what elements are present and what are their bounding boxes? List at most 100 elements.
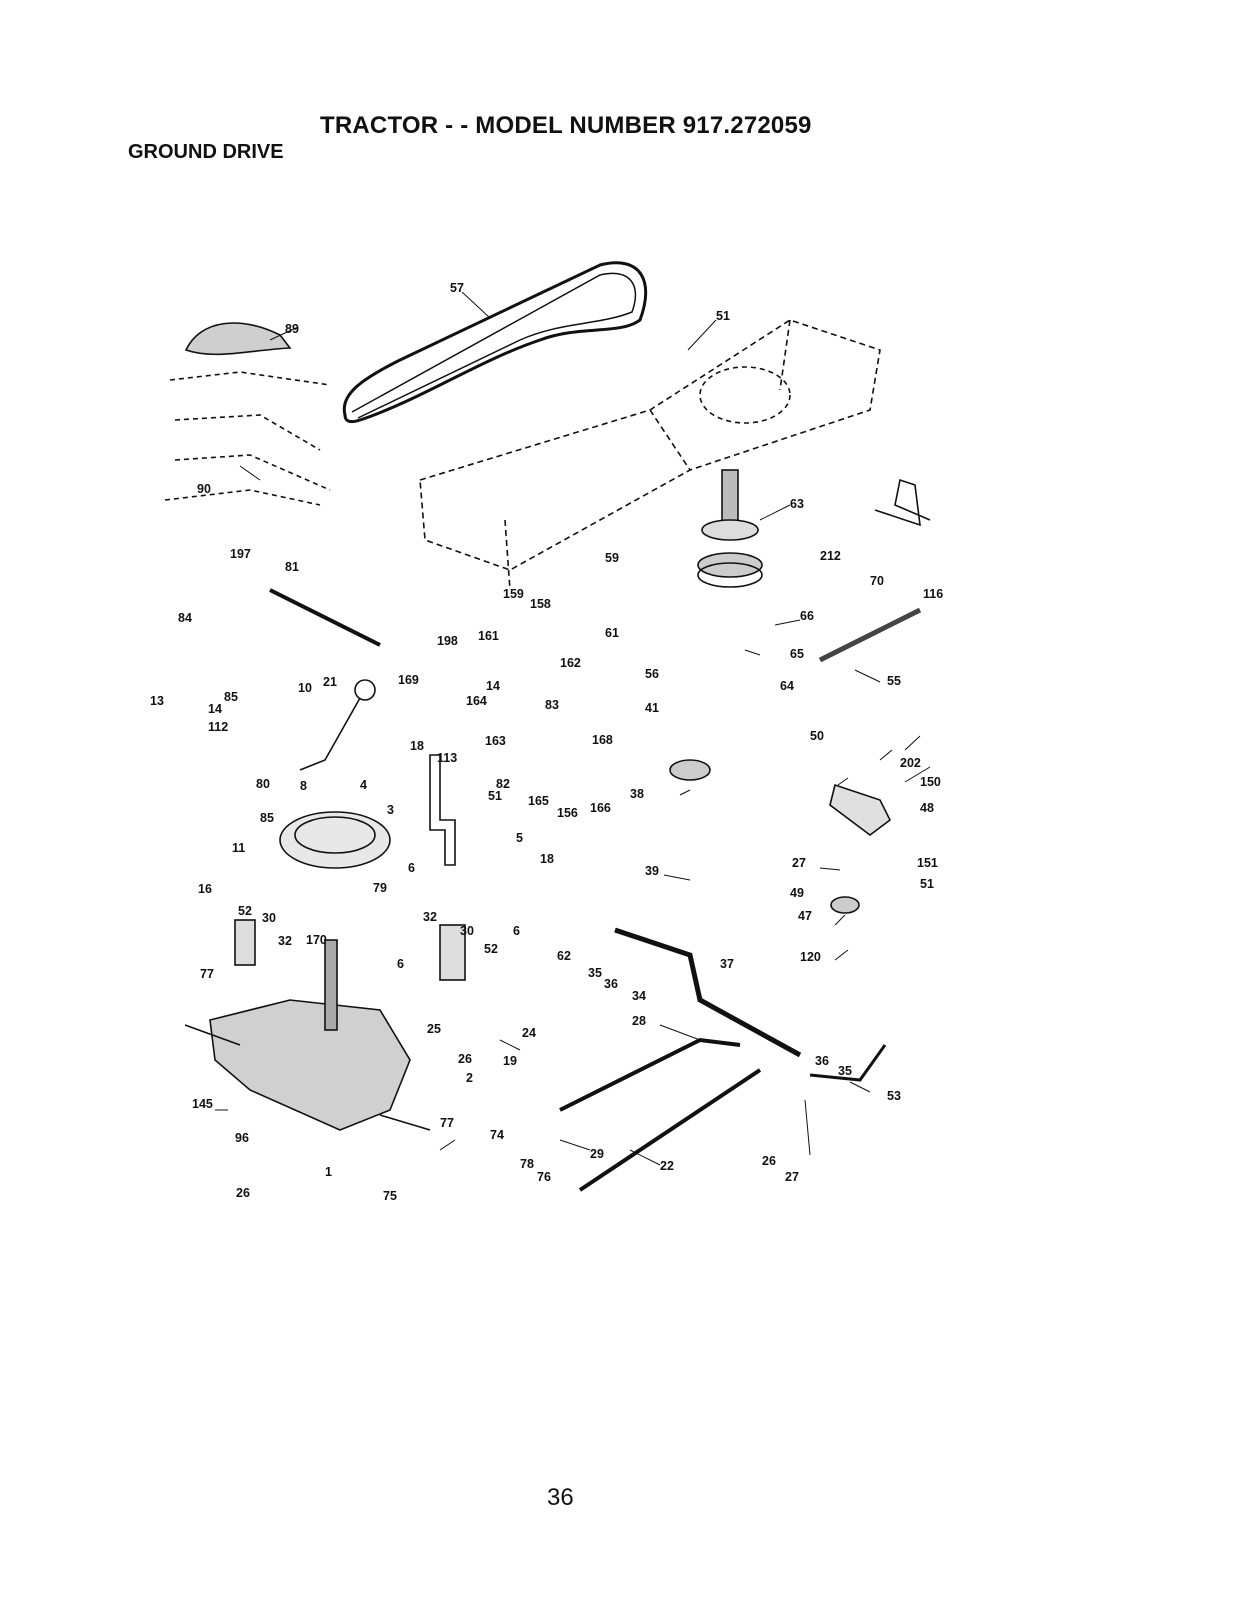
callout: 59 <box>605 551 619 565</box>
callout: 151 <box>917 856 938 870</box>
page-title: TRACTOR - - MODEL NUMBER 917.272059 <box>320 112 812 139</box>
callout: 25 <box>427 1022 441 1036</box>
callout: 52 <box>238 904 252 918</box>
callout: 24 <box>522 1026 536 1040</box>
bracket-48 <box>829 783 892 836</box>
frame <box>419 319 881 591</box>
seat-part <box>184 322 292 356</box>
callout: 6 <box>408 861 415 875</box>
idler-47 <box>830 896 860 914</box>
callout: 168 <box>592 733 613 747</box>
callout: 35 <box>838 1064 852 1078</box>
callout: 161 <box>478 629 499 643</box>
idler-38 <box>669 759 711 781</box>
callout: 37 <box>720 957 734 971</box>
callout: 113 <box>437 751 457 765</box>
callout: 51 <box>716 309 730 323</box>
callout: 34 <box>632 989 646 1003</box>
callout: 212 <box>820 549 841 563</box>
callout: 14 <box>486 679 500 693</box>
callout: 26 <box>236 1186 250 1200</box>
callout: 27 <box>792 856 806 870</box>
callout: 90 <box>197 482 211 496</box>
callout: 10 <box>298 681 312 695</box>
callout: 65 <box>790 647 804 661</box>
bracket-52 <box>234 919 256 966</box>
callout: 18 <box>540 852 554 866</box>
callout: 202 <box>900 756 921 770</box>
callout: 66 <box>800 609 814 623</box>
callout: 61 <box>605 626 619 640</box>
callout: 41 <box>645 701 659 715</box>
callout: 164 <box>466 694 487 708</box>
callout: 116 <box>923 587 943 601</box>
callout: 170 <box>306 933 327 947</box>
callout: 56 <box>645 667 659 681</box>
callout: 36 <box>604 977 618 991</box>
lever-70 <box>874 478 931 527</box>
transaxle <box>209 999 411 1131</box>
callout: 74 <box>490 1128 504 1142</box>
callout: 96 <box>235 1131 249 1145</box>
callout: 53 <box>887 1089 901 1103</box>
callout: 159 <box>503 587 524 601</box>
callout: 18 <box>410 739 424 753</box>
callout: 145 <box>192 1097 213 1111</box>
callout: 85 <box>224 690 238 704</box>
callout: 27 <box>785 1170 799 1184</box>
callout: 197 <box>230 547 251 561</box>
callout: 30 <box>262 911 276 925</box>
callout: 35 <box>588 966 602 980</box>
pulley-3 <box>279 811 391 869</box>
callout: 62 <box>557 949 571 963</box>
callout: 32 <box>278 934 292 948</box>
section-title: GROUND DRIVE <box>128 141 284 163</box>
callout: 19 <box>503 1054 517 1068</box>
callout: 76 <box>537 1170 551 1184</box>
callout: 169 <box>398 673 419 687</box>
callout: 26 <box>762 1154 776 1168</box>
callout: 1 <box>325 1165 332 1179</box>
callout: 198 <box>437 634 458 648</box>
callout: 50 <box>810 729 824 743</box>
callout: 6 <box>513 924 520 938</box>
callout: 81 <box>285 560 299 574</box>
callout: 21 <box>323 675 337 689</box>
knob-21 <box>354 679 376 701</box>
callout: 165 <box>528 794 549 808</box>
callout: 150 <box>920 775 941 789</box>
callout: 38 <box>630 787 644 801</box>
drive-belt <box>342 261 648 424</box>
callout: 48 <box>920 801 934 815</box>
page-number: 36 <box>547 1484 574 1511</box>
rod-53 <box>809 1044 887 1082</box>
callout: 78 <box>520 1157 534 1171</box>
callout: 36 <box>815 1054 829 1068</box>
rod-37 <box>614 927 802 1058</box>
callout: 77 <box>200 967 214 981</box>
callout: 52 <box>484 942 498 956</box>
callout: 63 <box>790 497 804 511</box>
callout: 79 <box>373 881 387 895</box>
callout: 4 <box>360 778 367 792</box>
callout: 39 <box>645 864 659 878</box>
callout: 49 <box>790 886 804 900</box>
callout: 47 <box>798 909 812 923</box>
callout: 29 <box>590 1147 604 1161</box>
rod-22 <box>578 1068 762 1192</box>
callout: 51 <box>488 789 502 803</box>
callout: 162 <box>560 656 581 670</box>
callout: 28 <box>632 1014 646 1028</box>
callout: 70 <box>870 574 884 588</box>
part-callouts: 89 90 57 51 63 212 70 116 197 81 84 85 1… <box>150 281 943 1203</box>
callout: 158 <box>530 597 551 611</box>
callout: 84 <box>178 611 192 625</box>
callout: 51 <box>920 877 934 891</box>
shaft-81 <box>269 588 381 647</box>
callout: 57 <box>450 281 464 295</box>
bracket-52b <box>439 924 466 981</box>
spring-55 <box>818 607 922 663</box>
callout: 75 <box>383 1189 397 1203</box>
callout: 112 <box>208 720 228 734</box>
callout: 11 <box>232 841 245 855</box>
